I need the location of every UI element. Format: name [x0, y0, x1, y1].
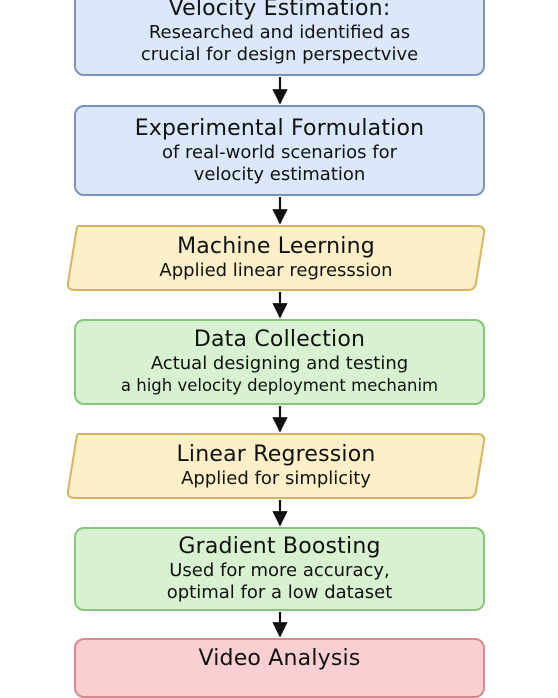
- node-title: Velocity Estimation:: [168, 0, 391, 21]
- velocity-estimation-box: Velocity Estimation: Researched and iden…: [74, 0, 485, 76]
- node-title: Data Collection: [193, 327, 366, 352]
- experimental-formulation-box: Experimental Formulation of real-world s…: [74, 105, 485, 196]
- machine-learning-box: Machine Leerning Applied linear regresss…: [66, 225, 486, 291]
- node-title: Linear Regression: [176, 442, 376, 467]
- node-title: Video Analysis: [198, 646, 361, 671]
- node-title: Gradient Boosting: [178, 534, 381, 559]
- node-line: Actual designing and testing: [150, 353, 409, 374]
- node-line: optimal for a low dataset: [166, 582, 393, 603]
- node-line: velocity estimation: [193, 163, 366, 185]
- linear-regression-box: Linear Regression Applied for simplicity: [66, 433, 486, 499]
- node-line: a high velocity deployment mechanim: [120, 376, 439, 395]
- data-collection-box: Data Collection Actual designing and tes…: [74, 319, 485, 405]
- node-line: Used for more accuracy,: [169, 560, 390, 581]
- node-line: of real-world scenarios for: [161, 141, 397, 163]
- node-line: Applied for simplicity: [181, 468, 371, 489]
- gradient-boosting-box: Gradient Boosting Used for more accuracy…: [74, 527, 485, 611]
- parallelogram-shape: [66, 433, 486, 499]
- connector-arrows: [272, 77, 288, 638]
- node-line: Researched and identified as: [148, 22, 411, 43]
- video-analysis-box: Video Analysis: [74, 638, 485, 698]
- node-line: Applied linear regresssion: [159, 260, 393, 281]
- parallelogram-shape: [66, 225, 486, 291]
- node-title: Experimental Formulation: [134, 115, 425, 141]
- node-line: crucial for design perspectvive: [140, 44, 419, 65]
- node-title: Machine Leerning: [177, 234, 375, 259]
